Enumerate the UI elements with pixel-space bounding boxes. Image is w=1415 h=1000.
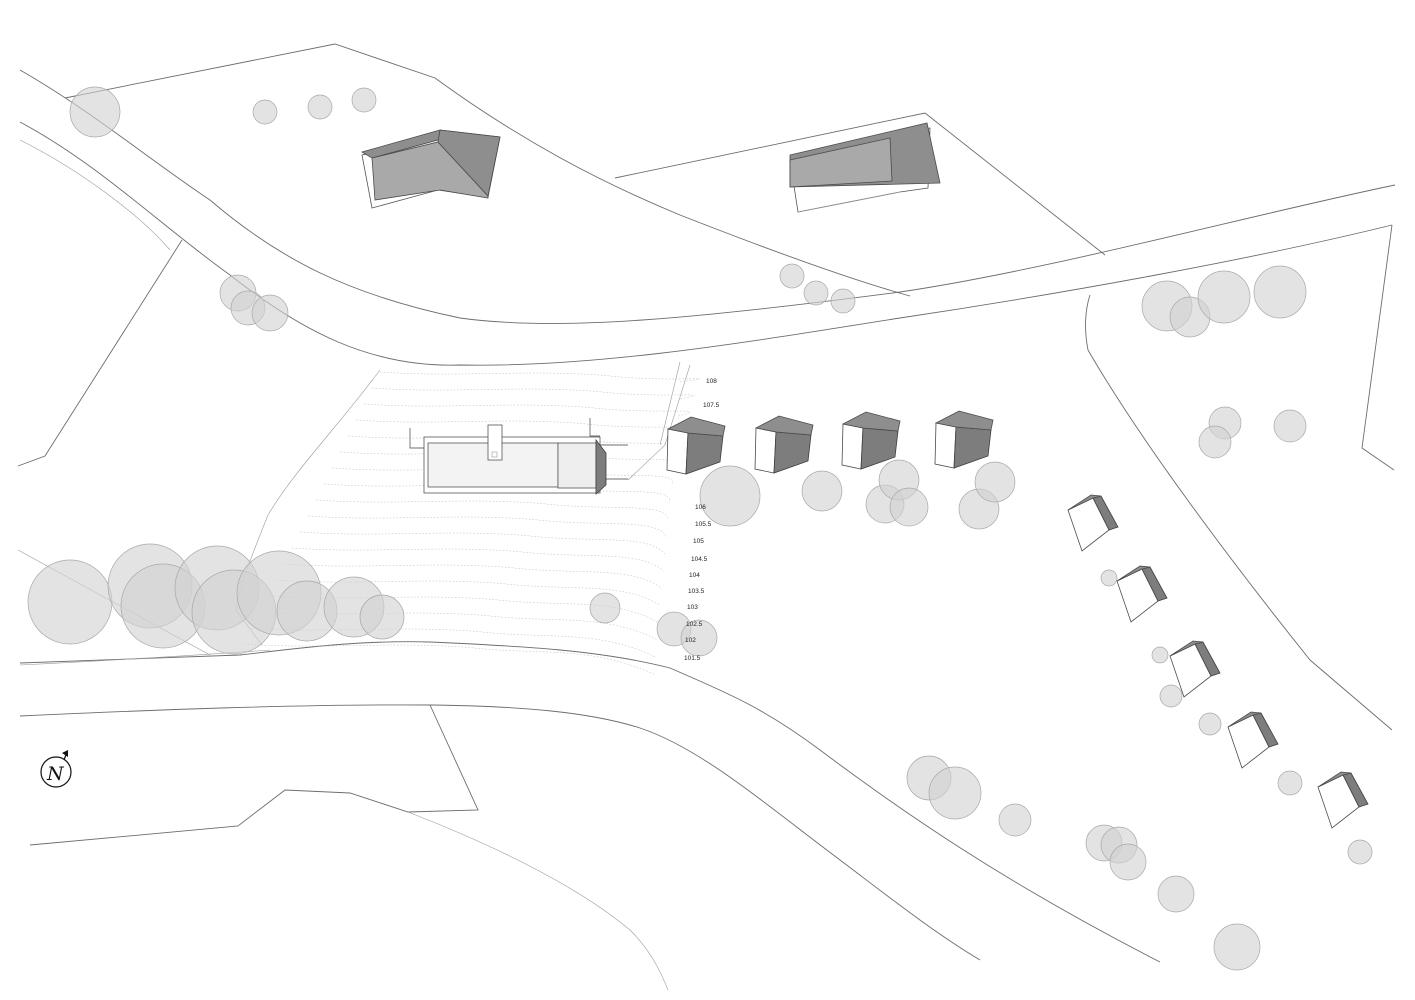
tree: [974, 461, 1016, 503]
contour-line: [275, 579, 661, 606]
tree: [252, 99, 278, 125]
contour-label: 104.5: [691, 556, 708, 563]
tree: [1253, 265, 1307, 319]
contour-label: 102.5: [686, 621, 703, 628]
tree: [998, 803, 1032, 837]
north-buildings: [360, 122, 941, 213]
tree: [1151, 646, 1169, 664]
upper-road-north-edge: [19, 69, 1396, 324]
upper-road-branch: [19, 139, 171, 251]
contour-label: 101.5: [684, 655, 701, 662]
tree: [69, 86, 121, 138]
tree: [1273, 409, 1307, 443]
contour-line: [291, 547, 664, 572]
tree: [928, 766, 982, 820]
tree: [1157, 875, 1195, 913]
small-house: [754, 415, 814, 474]
tree: [251, 294, 289, 332]
south-field-edge: [407, 811, 669, 991]
contour-line: [267, 595, 660, 624]
tree: [1277, 770, 1303, 796]
contour-label: 102: [685, 637, 696, 644]
contour-line: [363, 403, 690, 417]
small-houses: [666, 410, 1369, 829]
contour-line: [251, 627, 657, 658]
north-east-parcel-boundary: [614, 112, 1106, 256]
small-house: [934, 410, 994, 469]
contour-line: [243, 643, 655, 675]
contour-line: [283, 563, 663, 589]
contour-line: [379, 371, 701, 383]
north-parcel-boundary: [64, 43, 911, 297]
contour-label: 107.5: [703, 402, 720, 409]
tree: [27, 559, 113, 645]
tree: [1159, 684, 1183, 708]
north-house-left: [360, 129, 501, 209]
tree: [359, 594, 405, 640]
tree: [680, 619, 718, 657]
tree: [1100, 569, 1118, 587]
tree: [1213, 923, 1261, 971]
small-house: [1227, 711, 1279, 769]
tree: [1198, 425, 1232, 459]
tree: [1109, 843, 1147, 881]
contour-label: 103: [687, 604, 698, 611]
west-parcel-boundary: [17, 239, 183, 467]
tree: [351, 87, 377, 113]
small-house: [1116, 565, 1168, 623]
tree: [830, 288, 856, 314]
contour-label: 103.5: [688, 588, 705, 595]
contour-line: [315, 499, 669, 520]
north-arrow-icon: N: [40, 750, 72, 788]
small-house: [1067, 494, 1119, 552]
small-house: [1317, 771, 1369, 829]
contour-line: [259, 611, 658, 641]
roads-and-boundaries: [17, 43, 1396, 991]
site-east-edge: [627, 364, 691, 481]
upper-road-south-edge: [19, 121, 1393, 366]
tree: [889, 487, 929, 527]
contour-label: 104: [689, 572, 700, 579]
tree: [1197, 270, 1251, 324]
lower-road-north-edge: [19, 641, 1161, 963]
contour-line: [307, 515, 667, 537]
contour-line: [299, 531, 666, 555]
site-east-edge-2: [659, 361, 681, 446]
contour-line: [371, 387, 695, 400]
tree: [801, 470, 843, 512]
contour-labels: 108 107.5 106 105.5 105 104.5 104 103.5 103 102.5…: [684, 378, 720, 662]
tree: [699, 465, 761, 527]
east-road-edge: [1085, 294, 1393, 731]
trees: [27, 86, 1373, 971]
contour-label: 105.5: [695, 521, 712, 528]
east-parcel-boundary: [1361, 224, 1395, 471]
main-house: [409, 418, 628, 495]
north-arrow-letter: N: [46, 763, 65, 785]
contour-label: 106: [695, 504, 706, 511]
small-house: [666, 416, 726, 475]
tree: [803, 280, 829, 306]
contour-label: 108: [706, 378, 717, 385]
contour-label: 105: [693, 538, 704, 545]
tree: [779, 263, 805, 289]
tree: [589, 592, 621, 624]
lower-road-south-edge: [19, 704, 981, 961]
south-west-parcel: [29, 704, 479, 846]
tree: [1198, 712, 1222, 736]
tree: [1347, 839, 1373, 865]
contour-line: [355, 419, 685, 434]
small-house: [1169, 640, 1221, 698]
small-house: [841, 411, 901, 470]
tree: [307, 94, 333, 120]
north-house-right: [789, 122, 941, 213]
